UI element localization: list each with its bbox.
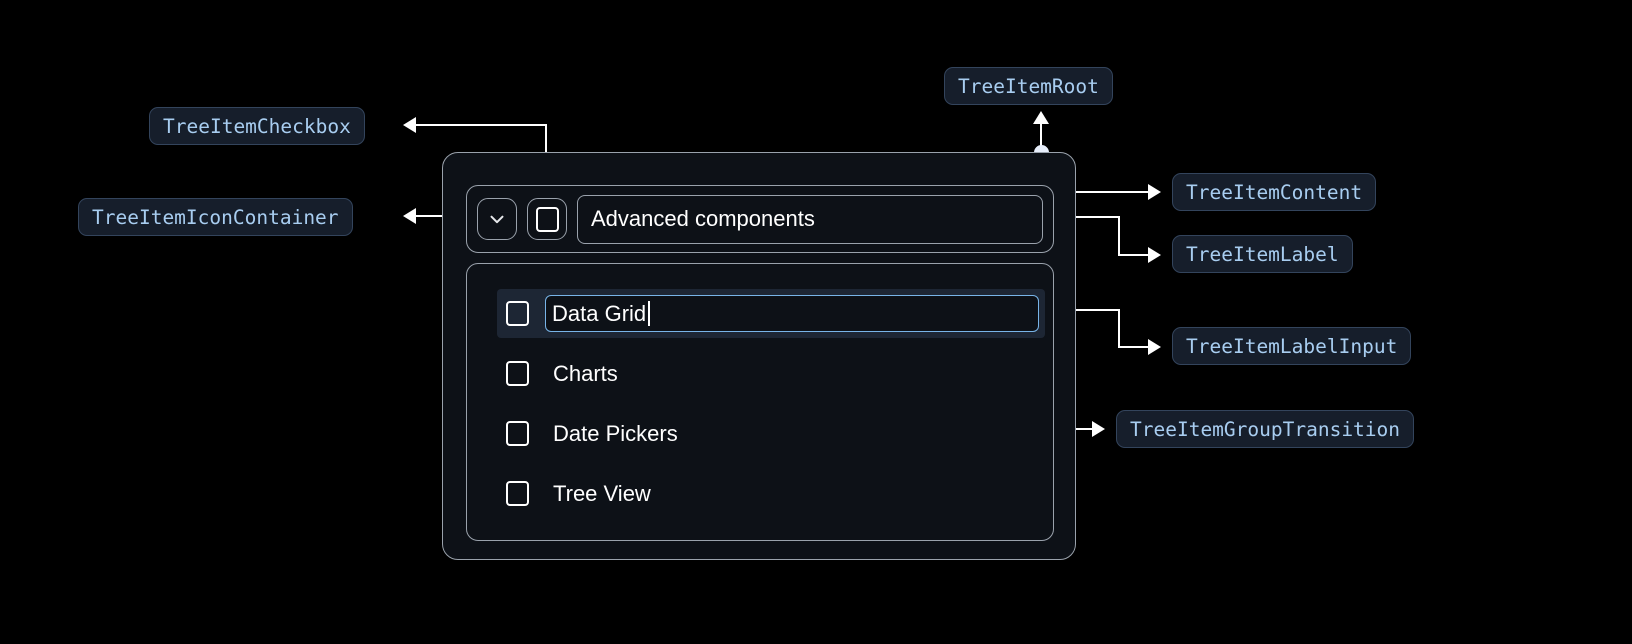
annotation-tree-item-root: TreeItemRoot: [944, 67, 1113, 105]
tree-item-label[interactable]: Advanced components: [577, 194, 1043, 244]
connector-root-vertical: [1040, 119, 1042, 155]
annotation-tree-item-checkbox: TreeItemCheckbox: [149, 107, 365, 145]
tree-item-label-text: Advanced components: [591, 206, 815, 231]
tree-item-root[interactable]: Advanced components Data Grid Charts Dat…: [442, 152, 1076, 560]
connector-root-arrowhead: [1033, 111, 1049, 124]
text-caret: [648, 301, 650, 326]
tree-item-row-data-grid[interactable]: Data Grid: [497, 289, 1045, 338]
connector-content-horizontal: [1055, 191, 1159, 193]
tree-item-row-charts[interactable]: Charts: [497, 349, 1045, 398]
tree-item-label-text: Date Pickers: [553, 420, 678, 446]
annotation-tree-item-label-input: TreeItemLabelInput: [1172, 327, 1412, 365]
connector-label-input-vertical: [1118, 309, 1120, 348]
tree-item-group-transition: Data Grid Charts Date Pickers Tree View: [466, 263, 1054, 541]
connector-label-vertical: [1118, 216, 1120, 256]
connector-label-input-horizontal-1: [1042, 309, 1120, 311]
annotation-tree-item-content: TreeItemContent: [1172, 173, 1377, 211]
checkbox-unchecked-icon[interactable]: [506, 301, 529, 326]
connector-icon-container-arrowhead: [403, 208, 416, 224]
connector-label-horizontal-1: [1048, 216, 1120, 218]
checkbox-unchecked-icon[interactable]: [506, 481, 529, 506]
tree-item-label-input[interactable]: Data Grid: [545, 295, 1039, 332]
connector-label-input-arrowhead: [1148, 339, 1161, 355]
checkbox-unchecked-icon: [535, 206, 559, 232]
annotation-tree-item-group-transition: TreeItemGroupTransition: [1116, 410, 1415, 448]
connector-label-input-horizontal-2: [1118, 346, 1159, 348]
tree-item-row-tree-view[interactable]: Tree View: [497, 469, 1045, 518]
tree-item-label-input-value: Data Grid: [552, 300, 647, 326]
annotation-tree-item-icon-container: TreeItemIconContainer: [78, 198, 353, 236]
annotation-tree-item-label: TreeItemLabel: [1172, 235, 1353, 273]
connector-content-arrowhead: [1148, 184, 1161, 200]
tree-item-row-date-pickers[interactable]: Date Pickers: [497, 409, 1045, 458]
tree-item-label-text: Charts: [553, 360, 618, 386]
connector-checkbox-arrowhead: [403, 117, 416, 133]
checkbox-unchecked-icon[interactable]: [506, 361, 529, 386]
connector-checkbox-horizontal: [416, 124, 547, 126]
connector-group-transition-arrowhead: [1092, 421, 1105, 437]
connector-label-arrowhead: [1148, 247, 1161, 263]
tree-item-content[interactable]: Advanced components: [466, 185, 1054, 253]
connector-group-transition-horizontal: [1058, 428, 1103, 430]
tree-item-checkbox[interactable]: [527, 198, 567, 240]
chevron-down-icon: [486, 208, 508, 230]
connector-label-horizontal-2: [1118, 254, 1159, 256]
tree-item-icon-container[interactable]: [477, 198, 517, 240]
checkbox-unchecked-icon[interactable]: [506, 421, 529, 446]
tree-item-label-text: Tree View: [553, 480, 651, 506]
